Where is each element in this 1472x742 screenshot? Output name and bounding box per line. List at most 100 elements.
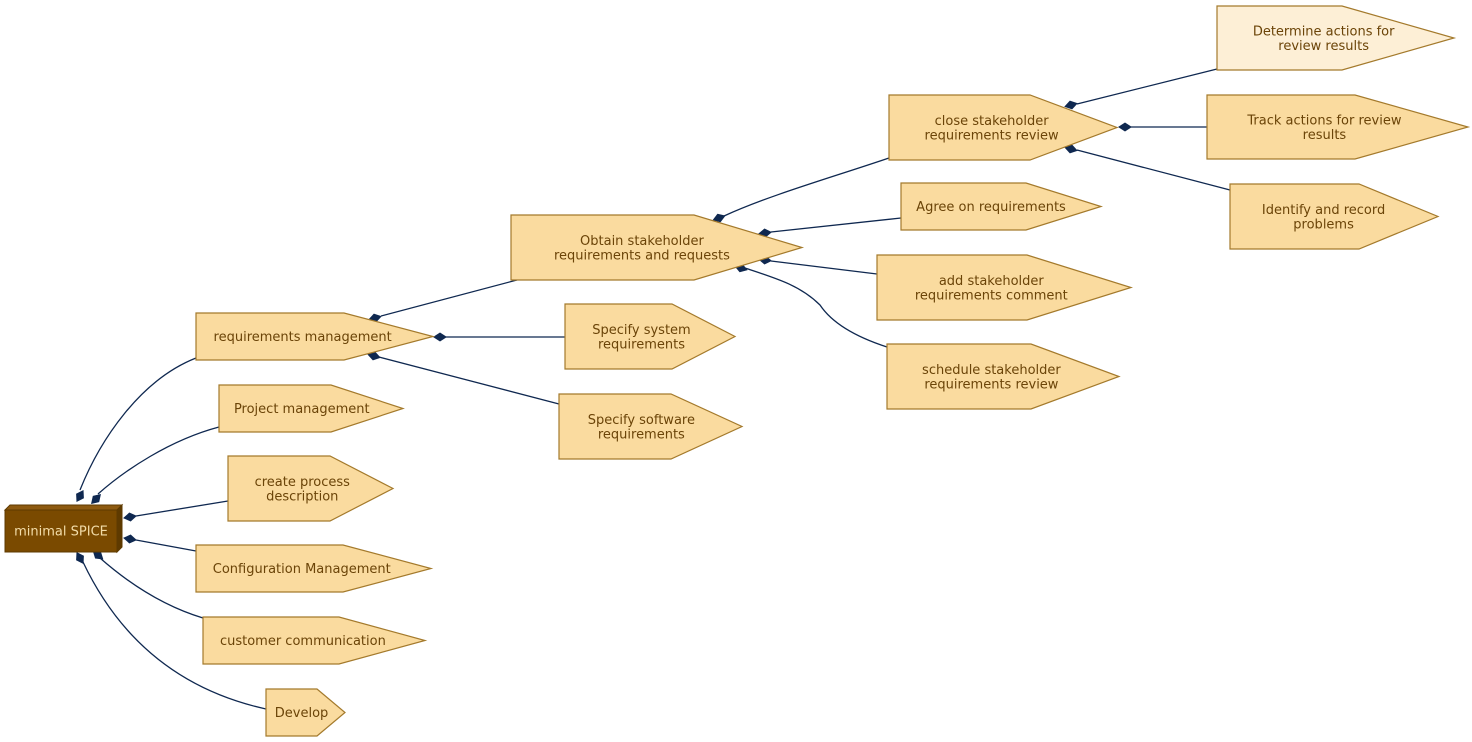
edge-root-proj_mgmt xyxy=(91,426,220,504)
edge-root-create_proc xyxy=(123,500,229,522)
nodes-layer: minimal SPICE requirements managementProj… xyxy=(3,5,1471,737)
determine_actions-label-1: Determine actions for xyxy=(1253,24,1395,39)
node-agree_req[interactable]: Agree on requirements xyxy=(900,182,1104,231)
edge-line xyxy=(99,557,204,619)
edge-line xyxy=(770,260,878,275)
edge-req_mgmt-spec_sys xyxy=(433,332,565,342)
process-arrow-shape xyxy=(558,393,744,460)
edge-root-config_mgmt xyxy=(123,534,197,552)
node-req_mgmt[interactable]: requirements management xyxy=(195,312,436,361)
edge-line xyxy=(97,426,220,495)
obtain_req-label-2: requirements and requests xyxy=(554,248,730,263)
schedule_review-label-1: schedule stakeholder xyxy=(922,363,1061,378)
edge-line xyxy=(744,267,888,348)
track_actions-label-1: Track actions for review xyxy=(1246,113,1401,128)
track_actions-label-2: results xyxy=(1303,128,1347,143)
add_comment-label-1: add stakeholder xyxy=(939,274,1045,289)
edge-root-req_mgmt xyxy=(76,357,197,503)
composition-diamond-icon xyxy=(367,351,381,361)
composition-diamond-icon xyxy=(1064,144,1078,154)
determine_actions-label-2: review results xyxy=(1278,39,1369,54)
edge-line xyxy=(79,357,197,491)
node-config_mgmt[interactable]: Configuration Management xyxy=(195,544,434,593)
spec_sys-label-1: Specify system xyxy=(592,323,690,338)
create_proc-label-1: create process xyxy=(255,475,351,490)
composition-diamond-icon xyxy=(123,534,137,544)
create_proc-label-2: description xyxy=(266,489,338,504)
close_review-label-1: close stakeholder xyxy=(935,114,1050,129)
spec_sys-label-2: requirements xyxy=(598,337,685,352)
identify_problems-label-1: Identify and record xyxy=(1262,203,1385,218)
edge-line xyxy=(1076,149,1231,191)
process-arrow-shape xyxy=(510,214,805,281)
proj_mgmt-label-1: Project management xyxy=(234,402,370,417)
process-arrow-shape xyxy=(195,544,434,593)
process-arrow-shape xyxy=(227,455,395,522)
edge-close_review-identify_problems xyxy=(1064,144,1231,191)
edge-line xyxy=(378,356,560,405)
edge-obtain_req-close_review xyxy=(712,157,890,223)
edge-line xyxy=(723,157,890,217)
develop-label-1: Develop xyxy=(275,706,329,721)
process-arrow-shape xyxy=(195,312,436,361)
node-cust_comm[interactable]: customer communication xyxy=(202,616,428,665)
agree_req-label-1: Agree on requirements xyxy=(916,200,1066,215)
config_mgmt-label-1: Configuration Management xyxy=(213,562,391,577)
composition-diamond-icon xyxy=(123,512,137,522)
process-arrow-shape xyxy=(1206,94,1471,160)
add_comment-label-2: requirements comment xyxy=(915,288,1068,303)
root-box-side xyxy=(116,503,123,554)
edge-root-develop xyxy=(76,551,267,710)
edge-obtain_req-add_comment xyxy=(758,255,878,275)
close_review-label-2: requirements review xyxy=(925,128,1059,143)
edge-line xyxy=(1076,68,1218,105)
process-arrow-shape xyxy=(218,384,405,433)
req_mgmt-label-1: requirements management xyxy=(214,330,392,345)
edges-layer xyxy=(76,68,1231,710)
process-arrow-shape xyxy=(876,254,1134,321)
edge-root-cust_comm xyxy=(92,550,204,619)
composition-diamond-icon xyxy=(76,489,84,503)
root-box-front xyxy=(4,509,118,553)
composition-diamond-icon xyxy=(92,550,104,560)
composition-diamond-icon xyxy=(1064,100,1078,110)
edge-obtain_req-schedule_review xyxy=(734,263,888,348)
edge-req_mgmt-obtain_req xyxy=(368,279,518,323)
spec_sw-label-1: Specify software xyxy=(588,413,695,428)
edge-line xyxy=(380,279,518,317)
schedule_review-label-2: requirements review xyxy=(924,377,1058,392)
edge-line xyxy=(82,561,267,710)
process-arrow-shape xyxy=(265,688,346,737)
edge-close_review-track_actions xyxy=(1118,122,1207,132)
process-arrow-shape xyxy=(1229,183,1440,250)
process-arrow-shape xyxy=(202,616,428,665)
composition-diamond-icon xyxy=(433,332,447,342)
process-arrow-shape xyxy=(886,343,1121,410)
spec_sw-label-2: requirements xyxy=(598,427,685,442)
composition-diamond-icon xyxy=(1118,122,1132,132)
cust_comm-label-1: customer communication xyxy=(220,634,386,649)
process-arrow-shape xyxy=(888,94,1119,161)
edge-line xyxy=(135,500,229,517)
root-box-top xyxy=(3,504,124,511)
process-arrow-shape xyxy=(1216,5,1457,71)
edge-req_mgmt-spec_sw xyxy=(367,351,560,405)
node-proj_mgmt[interactable]: Project management xyxy=(218,384,405,433)
edge-line xyxy=(135,539,197,552)
identify_problems-label-2: problems xyxy=(1293,217,1354,232)
process-arrow-shape xyxy=(564,303,737,370)
node-root[interactable]: minimal SPICE xyxy=(3,503,124,554)
node-develop[interactable]: Develop xyxy=(265,688,346,737)
composition-diamond-icon xyxy=(91,494,101,504)
